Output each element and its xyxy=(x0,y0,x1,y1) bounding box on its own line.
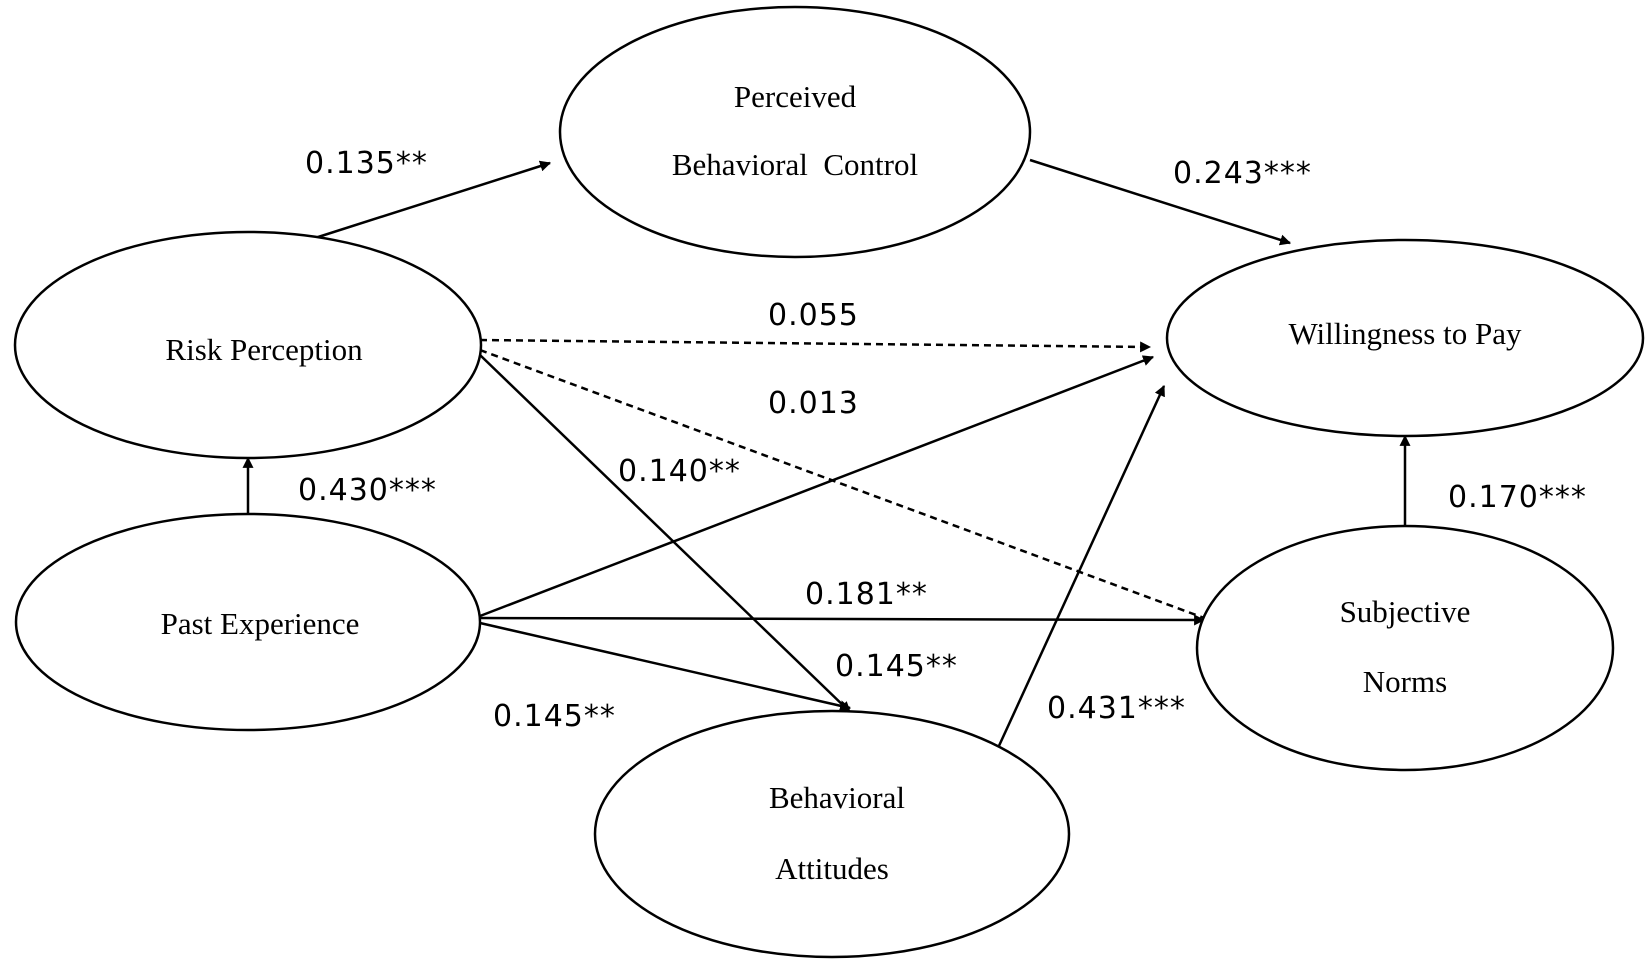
node-past-experience-label: Past Experience xyxy=(161,606,360,641)
node-subjective-norms-label-1: Subjective xyxy=(1340,594,1471,629)
node-willingness-to-pay: Willingness to Pay xyxy=(1165,238,1645,438)
node-perceived-behavioral-control: Perceived Behavioral Control xyxy=(558,5,1032,259)
edge-ba-wtp xyxy=(996,385,1166,749)
edge-pe-ba xyxy=(479,621,852,712)
node-behavioral-attitudes: Behavioral Attitudes xyxy=(593,709,1071,959)
edge-label-pe-wtp: 0.145** xyxy=(835,649,958,684)
edge-rp-ba xyxy=(479,354,851,713)
node-subjective-norms: Subjective Norms xyxy=(1195,524,1615,772)
edge-pbc-wtp xyxy=(1029,158,1292,246)
edge-pe-sn xyxy=(479,614,1206,626)
edge-label-pbc-wtp: 0.243*** xyxy=(1173,156,1312,191)
node-behavioral-attitudes-label-2: Attitudes xyxy=(775,851,889,886)
node-willingness-to-pay-label: Willingness to Pay xyxy=(1289,316,1522,351)
edge-label-rp-wtp: 0.055 xyxy=(768,298,859,333)
edge-label-ba-wtp: 0.431*** xyxy=(1047,691,1186,726)
edge-rp-wtp xyxy=(479,338,1152,353)
nodes: Perceived Behavioral Control Risk Percep… xyxy=(13,5,1645,959)
node-past-experience: Past Experience xyxy=(14,512,482,732)
edge-labels: 0.135** 0.243*** 0.055 0.013 0.140** 0.4… xyxy=(298,146,1587,734)
node-perceived-behavioral-control-label-2: Behavioral Control xyxy=(672,147,918,182)
edge-rp-sn xyxy=(479,348,1217,624)
edge-label-pe-rp: 0.430*** xyxy=(298,473,437,508)
node-behavioral-attitudes-label-1: Behavioral xyxy=(769,780,905,815)
edge-label-rp-ba: 0.140** xyxy=(618,454,741,489)
edge-label-rp-sn: 0.013 xyxy=(768,386,859,421)
node-risk-perception: Risk Perception xyxy=(13,230,483,460)
node-subjective-norms-label-2: Norms xyxy=(1363,664,1447,699)
edge-pe-wtp xyxy=(479,355,1155,618)
edge-label-rp-pbc: 0.135** xyxy=(305,146,428,181)
node-risk-perception-label: Risk Perception xyxy=(165,332,363,367)
edge-rp-pbc xyxy=(314,160,552,240)
edge-label-pe-ba: 0.145** xyxy=(493,699,616,734)
edge-label-sn-wtp: 0.170*** xyxy=(1448,480,1587,515)
node-perceived-behavioral-control-label-1: Perceived xyxy=(734,79,857,114)
edge-label-pe-sn: 0.181** xyxy=(805,577,928,612)
edges xyxy=(242,158,1411,749)
